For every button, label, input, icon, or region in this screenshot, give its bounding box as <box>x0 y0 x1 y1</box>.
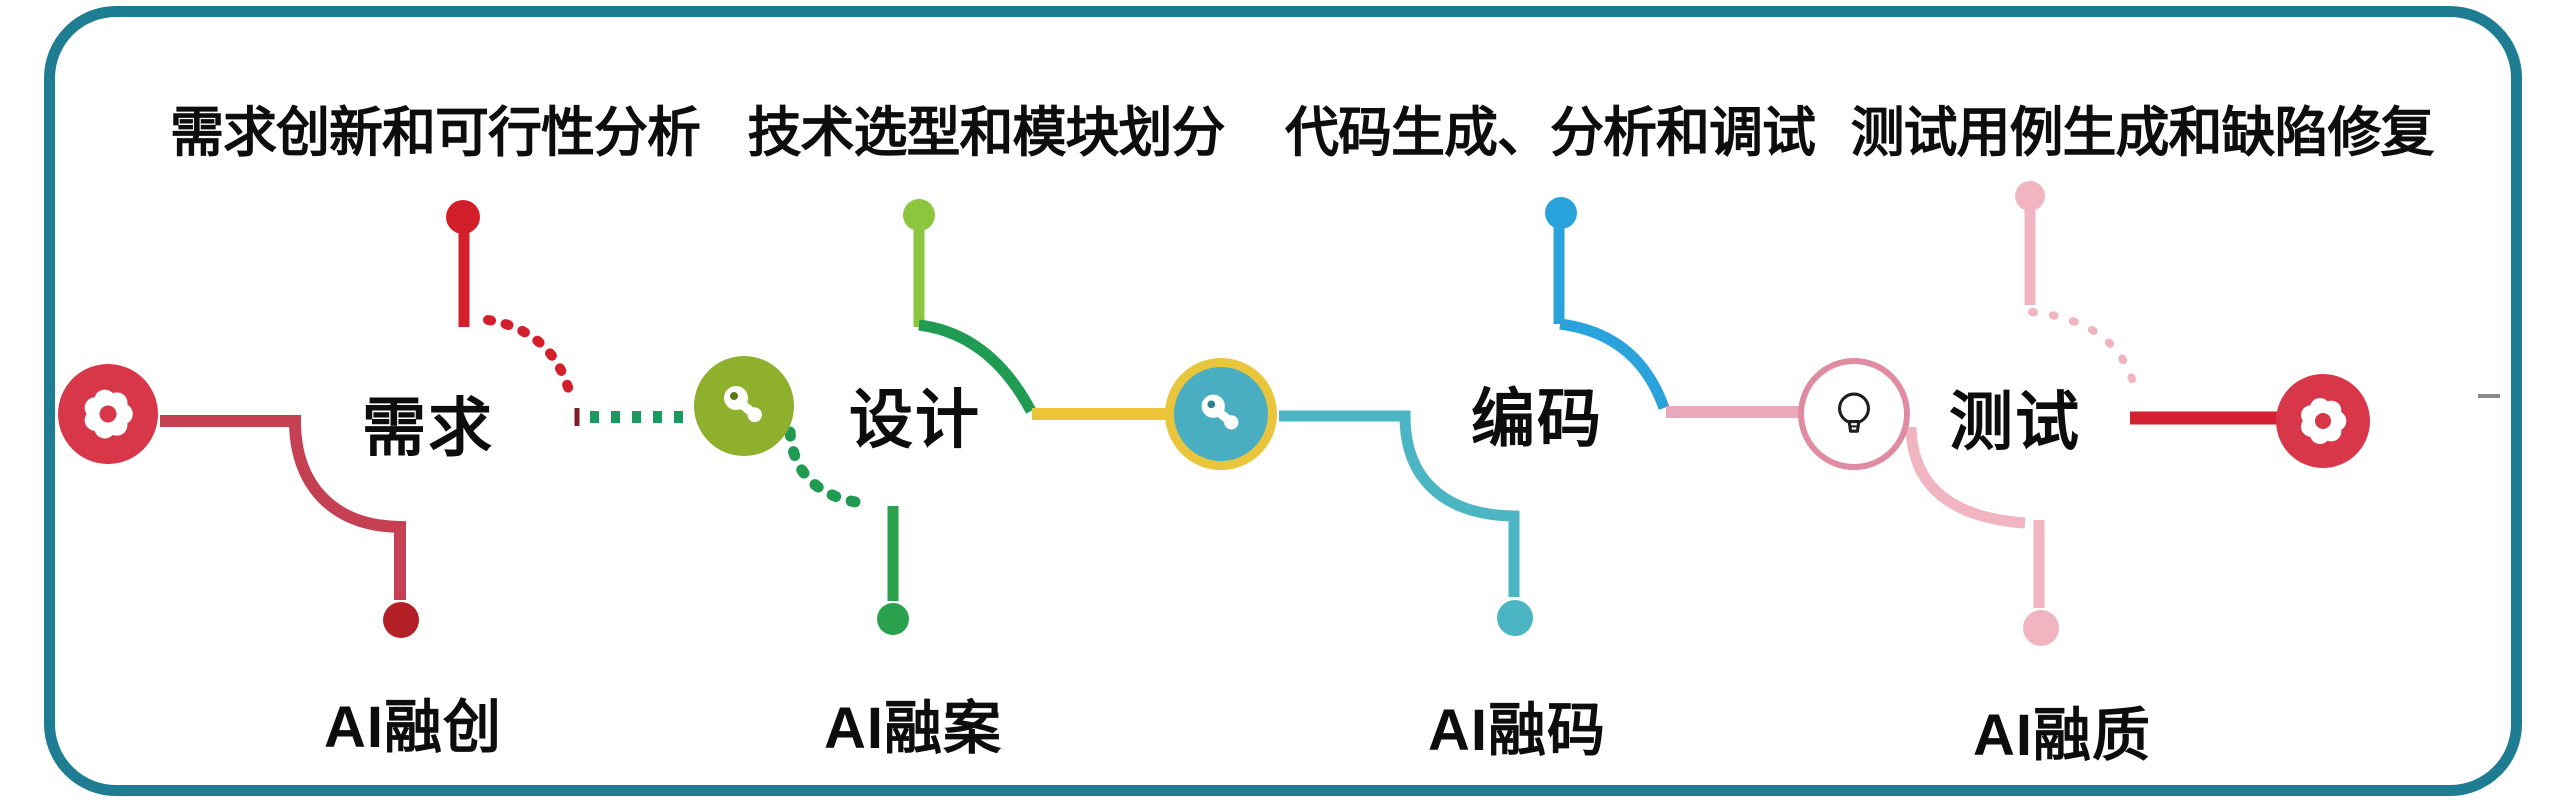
key-icon <box>1201 394 1239 430</box>
testing-bottom-arc <box>1905 426 2026 529</box>
design-top-arc <box>918 319 1036 414</box>
node-coding <box>1165 358 1277 470</box>
header-testing: 测试用例生成和缺陷修复 <box>1850 103 2435 163</box>
requirements-bottom-dot <box>383 602 419 638</box>
coding-axis-line <box>1279 410 1520 597</box>
ai-label-design: AI融案 <box>823 696 1003 761</box>
design-bottom-dot <box>877 603 909 635</box>
ai-label-testing: AI融质 <box>1972 703 2152 768</box>
testing-top-dot <box>2015 181 2045 211</box>
node-testing <box>1798 358 1910 470</box>
stage-label-requirements: 需求 <box>362 392 494 464</box>
node-end <box>2276 374 2370 468</box>
ai-label-requirements: AI融创 <box>323 695 503 760</box>
requirements-dotted-arc <box>483 315 576 403</box>
header-design: 技术选型和模块划分 <box>747 103 1226 163</box>
ai-label-coding: AI融码 <box>1427 698 1607 763</box>
requirements-top-dot <box>446 200 480 234</box>
gear-icon <box>2301 398 2347 444</box>
header-requirements: 需求创新和可行性分析 <box>170 103 701 163</box>
design-top-dot <box>903 199 935 231</box>
node-start <box>58 364 158 464</box>
header-coding: 代码生成、分析和调试 <box>1285 103 1816 163</box>
stage-label-coding: 编码 <box>1471 383 1603 455</box>
node-design <box>694 356 794 456</box>
border-frame <box>44 6 2522 796</box>
testing-dotted-arc <box>2028 308 2140 398</box>
coding-top-arc <box>1559 318 1670 410</box>
testing-bottom-dot <box>2023 610 2059 646</box>
lightbulb-icon <box>1838 392 1870 433</box>
coding-top-dot <box>1545 197 1577 229</box>
gear-icon <box>84 389 133 439</box>
stage-label-testing: 测试 <box>1949 386 2081 458</box>
requirements-axis-line <box>160 415 406 600</box>
coding-bottom-dot <box>1497 600 1533 636</box>
stage-label-design: 设计 <box>849 384 981 456</box>
design-bottom-dotted-arc <box>784 426 876 510</box>
key-icon <box>724 386 762 422</box>
